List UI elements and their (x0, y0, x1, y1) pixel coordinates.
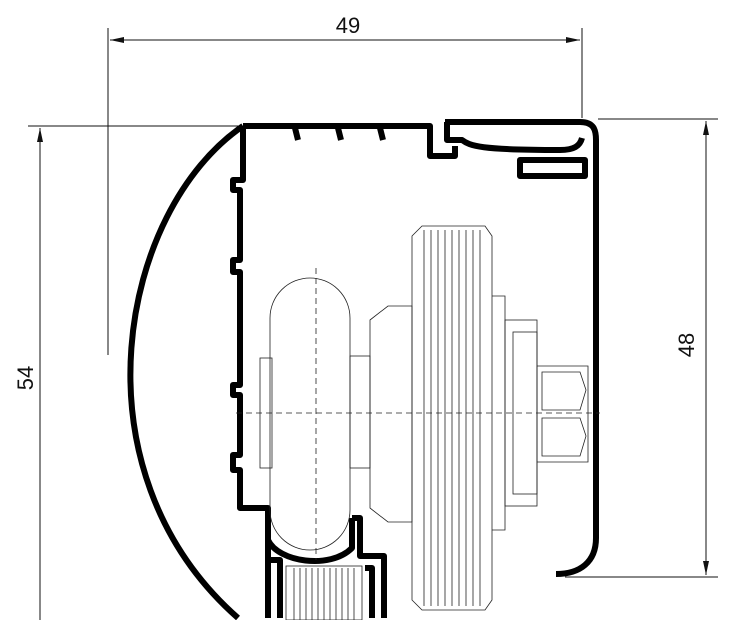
curved-cover (127, 123, 245, 620)
main-wheel (411, 225, 493, 611)
bumper-roller (259, 277, 371, 551)
dimension-height-left-label: 54 (13, 366, 38, 390)
dimension-height-right-label: 48 (674, 333, 699, 357)
wheel-hub (369, 305, 413, 523)
dimension-width: 49 (107, 13, 583, 355)
center-lines (236, 268, 600, 560)
dimension-height-right: 48 (565, 118, 718, 578)
dimension-width-label: 49 (336, 13, 360, 38)
dimension-height-left: 54 (13, 125, 238, 620)
aluminium-profile (230, 119, 599, 618)
lower-insert (285, 565, 363, 620)
